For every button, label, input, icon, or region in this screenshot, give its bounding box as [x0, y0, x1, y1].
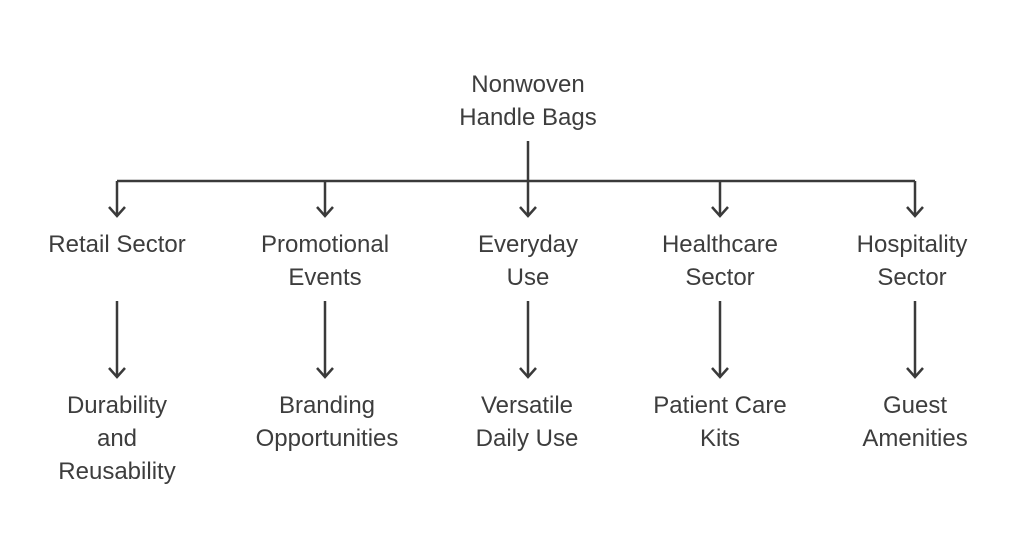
- benefit-arrow-healthcare: [711, 301, 729, 379]
- benefit-node-healthcare: Patient Care Kits: [653, 389, 786, 455]
- category-node-everyday: Everyday Use: [478, 228, 578, 294]
- root-node-label: Nonwoven Handle Bags: [459, 68, 596, 134]
- benefit-line: Patient Care: [653, 392, 787, 419]
- benefit-line: Versatile: [480, 392, 574, 419]
- benefit-node-everyday: Versatile Daily Use: [476, 389, 579, 455]
- root-line: Nonwoven: [471, 71, 585, 98]
- drop-arrow-healthcare: [711, 181, 729, 218]
- benefit-line: Opportunities: [255, 425, 399, 452]
- category-line: Sector: [877, 264, 947, 291]
- category-line: Everyday: [477, 231, 579, 258]
- category-line: Healthcare: [661, 231, 779, 258]
- benefit-line: and: [96, 425, 138, 452]
- category-line: Retail Sector: [48, 231, 186, 258]
- benefit-line: Reusability: [58, 458, 176, 485]
- drop-arrow-everyday: [519, 181, 537, 218]
- root-line: Handle Bags: [459, 104, 597, 131]
- benefit-line: Kits: [699, 425, 740, 452]
- category-node-hospitality: Hospitality Sector: [857, 228, 968, 294]
- benefit-arrow-hospitality: [906, 301, 924, 379]
- category-line: Hospitality: [856, 231, 968, 258]
- benefit-node-retail: Durability and Reusability: [58, 389, 175, 488]
- benefit-line: Amenities: [862, 425, 968, 452]
- benefit-line: Branding: [278, 392, 376, 419]
- category-node-promotional: Promotional Events: [261, 228, 389, 294]
- benefit-arrow-promotional: [316, 301, 334, 379]
- category-line: Use: [506, 264, 550, 291]
- category-node-healthcare: Healthcare Sector: [662, 228, 778, 294]
- benefit-arrow-retail: [108, 301, 126, 379]
- drop-arrow-hospitality: [906, 181, 924, 218]
- benefit-line: Daily Use: [475, 425, 579, 452]
- drop-arrow-retail: [108, 181, 126, 218]
- benefit-line: Guest: [882, 392, 948, 419]
- category-line: Sector: [685, 264, 755, 291]
- drop-arrow-promotional: [316, 181, 334, 218]
- benefit-arrow-everyday: [519, 301, 537, 379]
- category-line: Events: [288, 264, 362, 291]
- category-node-retail: Retail Sector: [48, 228, 185, 261]
- benefit-node-hospitality: Guest Amenities: [862, 389, 967, 455]
- category-line: Promotional: [260, 231, 390, 258]
- benefit-node-promotional: Branding Opportunities: [256, 389, 399, 455]
- benefit-line: Durability: [66, 392, 168, 419]
